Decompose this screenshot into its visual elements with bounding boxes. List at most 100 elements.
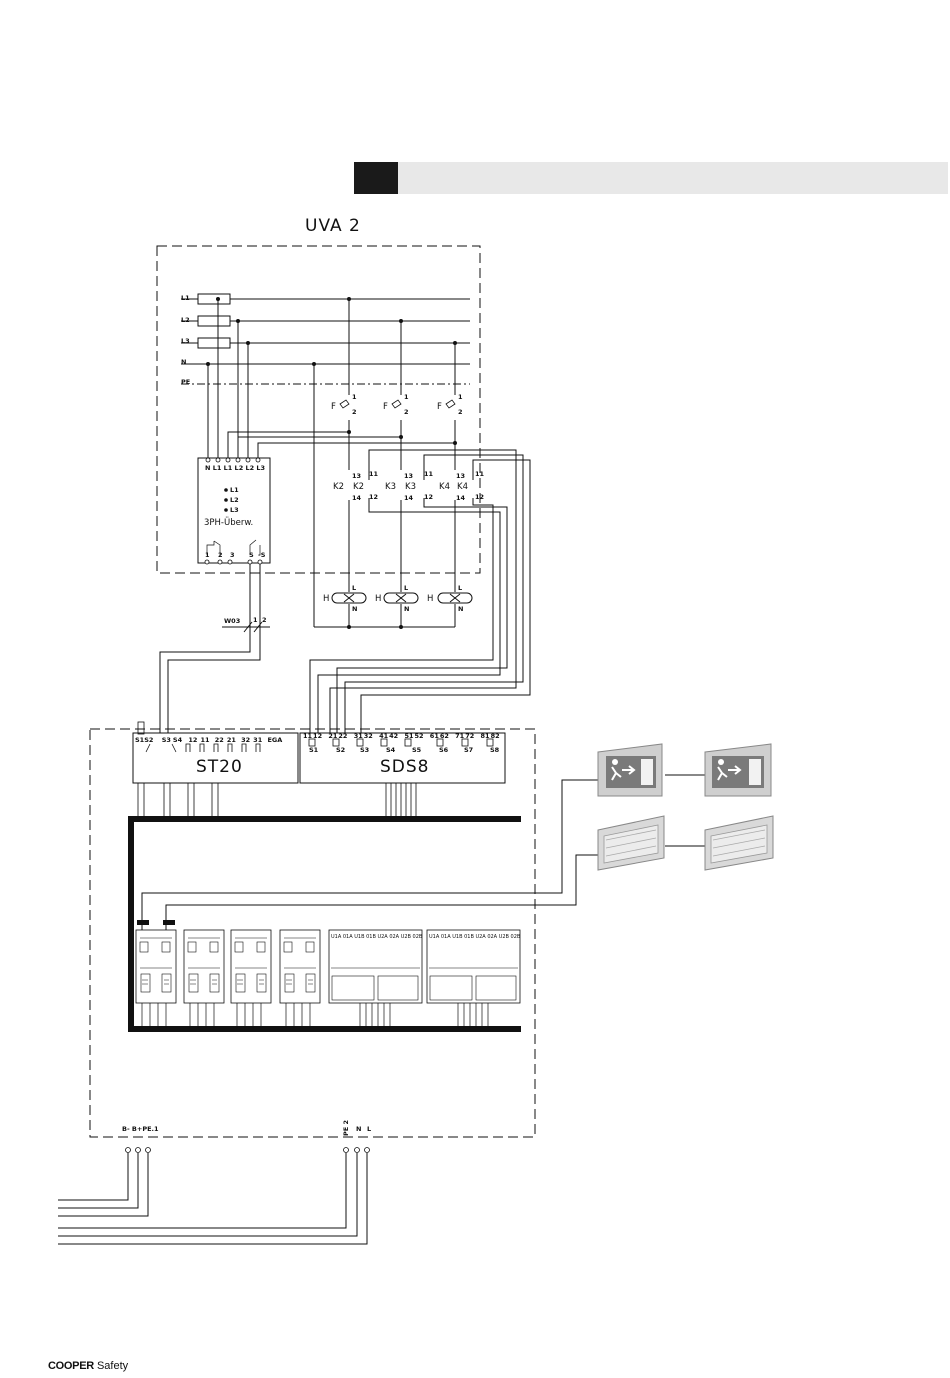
svg-text:S3: S3 [360, 746, 369, 754]
line-label-n: N [181, 358, 186, 366]
svg-text:S2: S2 [336, 746, 345, 754]
cable-label: W03 [224, 617, 240, 625]
svg-text:H: H [375, 594, 381, 604]
sds8-title: SDS8 [380, 757, 430, 777]
luminaire-1 [597, 815, 665, 871]
svg-text:F: F [331, 402, 336, 412]
exit-sign-2 [704, 743, 772, 797]
bus-lines [181, 293, 470, 628]
fuses: F 1 2 F 1 2 F 1 2 [331, 393, 463, 416]
svg-text:1: 1 [352, 393, 357, 401]
bottom-terminals: B- B+PE.1 PE 2 N L [58, 1120, 371, 1245]
lamp-1: H L N [323, 584, 367, 613]
svg-text:1: 1 [404, 393, 409, 401]
monitor-label: 3PH-Überw. [204, 517, 253, 528]
svg-text:-S: -S [258, 551, 266, 559]
fuse-3: F 1 2 [437, 393, 463, 416]
svg-text:S1: S1 [309, 746, 319, 754]
contactor-k3: K3 K3 13 14 11 12 [385, 470, 434, 502]
svg-text:11: 11 [424, 470, 434, 478]
phase-monitor: N L1 L1 L2 L2 L3 L1 L2 L3 3PH-Überw. 1 2… [197, 457, 271, 565]
svg-text:2: 2 [218, 551, 223, 559]
line-labels: L1 L2 L3 N PE [181, 294, 190, 386]
svg-text:U1A 01A U1B 01B U2A 02A U2B 02: U1A 01A U1B 01B U2A 02A U2B 02B [331, 934, 423, 940]
svg-text:L2: L2 [230, 496, 239, 504]
n-label: N [356, 1125, 361, 1133]
cooper-safety-logo: COOPER Safety [48, 1360, 128, 1372]
l-label: L [367, 1125, 371, 1133]
line-label-l1: L1 [181, 294, 190, 302]
st20-title: ST20 [196, 757, 243, 777]
svg-text:F: F [437, 402, 442, 412]
svg-text:12: 12 [424, 493, 433, 501]
line-label-pe: PE [181, 378, 190, 386]
aux-contact-wiring [309, 449, 531, 733]
sds8-module: 1112 2122 3132 4142 5152 6162 7172 8182 … [299, 732, 506, 818]
svg-text:3: 3 [230, 551, 235, 559]
svg-text:1: 1 [458, 393, 463, 401]
lamps: H L N H L N H L N [323, 584, 473, 613]
svg-text:L1: L1 [230, 486, 239, 494]
svg-text:K4: K4 [439, 482, 450, 492]
svg-text:13: 13 [352, 472, 361, 480]
svg-text:11: 11 [475, 470, 485, 478]
lamp-3: H L N [427, 584, 473, 613]
svg-text:K3: K3 [385, 482, 396, 492]
svg-text:S4: S4 [386, 746, 396, 754]
luminaire-2 [704, 815, 774, 871]
svg-text:K3: K3 [405, 482, 416, 492]
svg-text:L: L [458, 584, 462, 592]
contactors: K2 K2 13 14 11 12 K3 K3 13 14 11 12 K4 K… [333, 470, 485, 502]
svg-text:L: L [352, 584, 356, 592]
svg-text:1: 1 [205, 551, 210, 559]
svg-text:L: L [404, 584, 408, 592]
svg-text:L3: L3 [230, 506, 239, 514]
svg-text:2: 2 [458, 408, 463, 416]
section-header-bar [354, 162, 948, 194]
main-cabinet [89, 728, 536, 1138]
svg-text:11: 11 [369, 470, 379, 478]
cable-pin-2: 2 [262, 616, 267, 624]
svg-text:S6: S6 [439, 746, 449, 754]
svg-text:K2: K2 [333, 482, 344, 492]
svg-text:14: 14 [456, 494, 466, 502]
cable-pin-1: 1 [253, 616, 258, 624]
section-header-tab [354, 162, 398, 194]
logo-sub: Safety [96, 1360, 129, 1372]
svg-text:U1A 01A U1B 01B U2A 02A U2B 02: U1A 01A U1B 01B U2A 02A U2B 02B [429, 934, 521, 940]
svg-text:S: S [249, 551, 254, 559]
svg-text:13: 13 [404, 472, 413, 480]
line-label-l3: L3 [181, 337, 190, 345]
uva-enclosure [156, 245, 481, 574]
sds8-terminal-top: 1112 2122 3132 4142 5152 6162 7172 8182 [303, 732, 500, 740]
svg-text:K2: K2 [353, 482, 364, 492]
svg-text:S8: S8 [490, 746, 500, 754]
fixture-wiring [141, 774, 705, 930]
pe2-label: PE 2 [342, 1120, 350, 1136]
svg-text:N: N [404, 605, 409, 613]
contactor-k4: K4 K4 13 14 11 12 [439, 470, 485, 502]
uva-title: UVA 2 [305, 216, 361, 236]
svg-text:14: 14 [352, 494, 362, 502]
monitor-terminals: N L1 L1 L2 L2 L3 [205, 464, 265, 472]
svg-text:14: 14 [404, 494, 414, 502]
svg-text:S7: S7 [464, 746, 473, 754]
exit-sign-1 [597, 743, 663, 797]
output-modules: U1A 01A U1B 01B U2A 02A U2B 02B U1A 01A … [135, 920, 521, 1028]
line-label-l2: L2 [181, 316, 190, 324]
svg-text:12: 12 [369, 493, 378, 501]
svg-text:2: 2 [352, 408, 357, 416]
fuse-2: F 1 2 [383, 393, 409, 416]
svg-text:12: 12 [475, 493, 484, 501]
thick-bus [128, 816, 521, 1032]
logo-brand: COOPER [48, 1360, 94, 1372]
svg-text:S5: S5 [412, 746, 422, 754]
lamp-2: H L N [375, 584, 419, 613]
svg-text:13: 13 [456, 472, 465, 480]
svg-text:N: N [352, 605, 357, 613]
svg-text:2: 2 [404, 408, 409, 416]
svg-text:K4: K4 [457, 482, 468, 492]
svg-text:N: N [458, 605, 463, 613]
